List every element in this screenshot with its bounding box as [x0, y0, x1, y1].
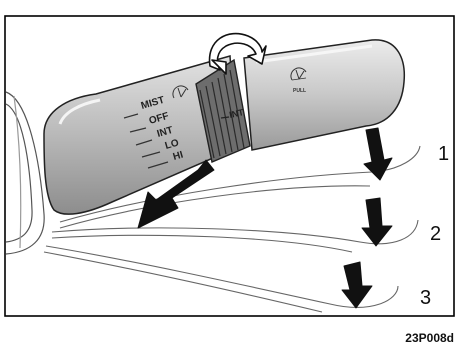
- position-2-label: 2: [430, 223, 441, 245]
- column-shroud: [6, 92, 44, 254]
- position-3-label: 3: [420, 287, 431, 309]
- figure-code: 23P008d: [405, 331, 454, 345]
- lever-end-knob: [244, 40, 404, 150]
- position-3-arrow-icon: [342, 262, 372, 308]
- pull-label: PULL: [293, 88, 306, 94]
- position-1-label: 1: [438, 143, 449, 165]
- position-2-arrow-icon: [362, 198, 392, 246]
